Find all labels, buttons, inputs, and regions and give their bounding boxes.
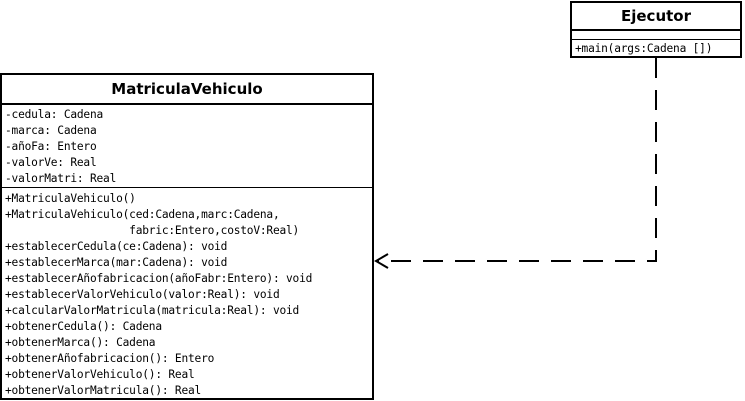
attributes-matricula-vehiculo: -cedula: Cadena -marca: Cadena -añoFa: E… [2, 105, 372, 188]
class-name-ejecutor: Ejecutor [572, 3, 740, 31]
attribute-anofa: -añoFa: Entero [5, 140, 97, 153]
operation-obtener-anofabricacion: +obtenerAñofabricacion(): Entero [5, 352, 215, 365]
attribute-valorve: -valorVe: Real [5, 156, 97, 169]
operation-constructor-params-cont: fabric:Entero,costoV:Real) [5, 224, 300, 237]
operation-establecer-anofabricacion: +establecerAñofabricacion(añoFabr:Entero… [5, 272, 313, 285]
operation-establecer-marca: +establecerMarca(mar:Cadena): void [5, 256, 228, 269]
operation-calcular-valormatricula: +calcularValorMatricula(matricula:Real):… [5, 304, 300, 317]
attribute-cedula: -cedula: Cadena [5, 108, 104, 121]
class-name-matricula-vehiculo: MatriculaVehiculo [2, 75, 372, 105]
attribute-valormatri: -valorMatri: Real [5, 172, 117, 185]
operation-obtener-cedula: +obtenerCedula(): Cadena [5, 320, 162, 333]
operation-establecer-cedula: +establecerCedula(ce:Cadena): void [5, 240, 228, 253]
operations-matricula-vehiculo: +MatriculaVehiculo() +MatriculaVehiculo(… [2, 188, 372, 399]
operation-constructor-default: +MatriculaVehiculo() [5, 192, 136, 205]
class-ejecutor[interactable]: Ejecutor +main(args:Cadena []) [570, 1, 742, 58]
operations-ejecutor: +main(args:Cadena []) [572, 40, 740, 57]
operation-obtener-marca: +obtenerMarca(): Cadena [5, 336, 156, 349]
operation-constructor-params: +MatriculaVehiculo(ced:Cadena,marc:Caden… [5, 208, 280, 221]
operation-obtener-valorvehiculo: +obtenerValorVehiculo(): Real [5, 368, 195, 381]
attributes-ejecutor [572, 31, 740, 40]
operation-obtener-valormatricula: +obtenerValorMatricula(): Real [5, 384, 202, 397]
operation-establecer-valorvehiculo: +establecerValorVehiculo(valor:Real): vo… [5, 288, 280, 301]
dependency-arrowhead [374, 253, 389, 269]
attribute-marca: -marca: Cadena [5, 124, 97, 137]
class-matricula-vehiculo[interactable]: MatriculaVehiculo -cedula: Cadena -marca… [0, 73, 374, 400]
dependency-line [378, 58, 657, 262]
operation-main: +main(args:Cadena []) [575, 42, 713, 55]
